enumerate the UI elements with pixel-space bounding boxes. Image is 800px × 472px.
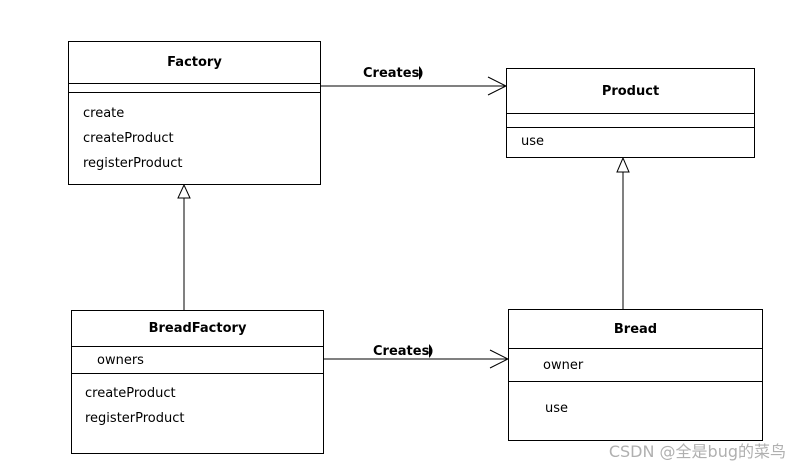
operation: createProduct <box>83 131 174 146</box>
bread-generalization-triangle <box>616 156 630 173</box>
attribute: owner <box>543 358 584 373</box>
operation: use <box>521 134 545 149</box>
operation: registerProduct <box>83 156 183 171</box>
operation: createProduct <box>85 386 176 401</box>
watermark: CSDN @全是bug的菜鸟 <box>608 442 786 461</box>
class-bread-name: Bread <box>509 310 762 349</box>
class-breadfactory[interactable]: BreadFactory owners createProduct regist… <box>71 310 324 454</box>
class-bread-operations: use <box>509 382 762 440</box>
class-factory-operations: create createProduct registerProduct <box>69 93 320 184</box>
operation: registerProduct <box>85 411 185 426</box>
class-factory-name: Factory <box>69 42 320 84</box>
operation: create <box>83 106 125 121</box>
class-product-attributes <box>507 114 754 128</box>
class-bread-attributes: owner <box>509 349 762 382</box>
class-product[interactable]: Product use <box>506 68 755 158</box>
class-product-name: Product <box>507 69 754 114</box>
operation: use <box>545 401 569 416</box>
class-breadfactory-attributes: owners <box>72 347 323 374</box>
class-factory[interactable]: Factory create createProduct registerPro… <box>68 41 321 185</box>
class-factory-attributes <box>69 84 320 93</box>
class-product-operations: use <box>507 128 754 157</box>
attribute: owners <box>97 353 144 368</box>
creates-direction-marker-top <box>419 66 423 80</box>
class-breadfactory-name: BreadFactory <box>72 311 323 347</box>
factory-creates-label: Creates <box>363 66 420 81</box>
class-bread[interactable]: Bread owner use <box>508 309 763 441</box>
class-breadfactory-operations: createProduct registerProduct <box>72 374 323 453</box>
breadfactory-generalization-triangle <box>177 183 191 199</box>
breadfactory-creates-label: Creates <box>373 344 430 359</box>
creates-direction-marker-bottom <box>429 344 433 358</box>
